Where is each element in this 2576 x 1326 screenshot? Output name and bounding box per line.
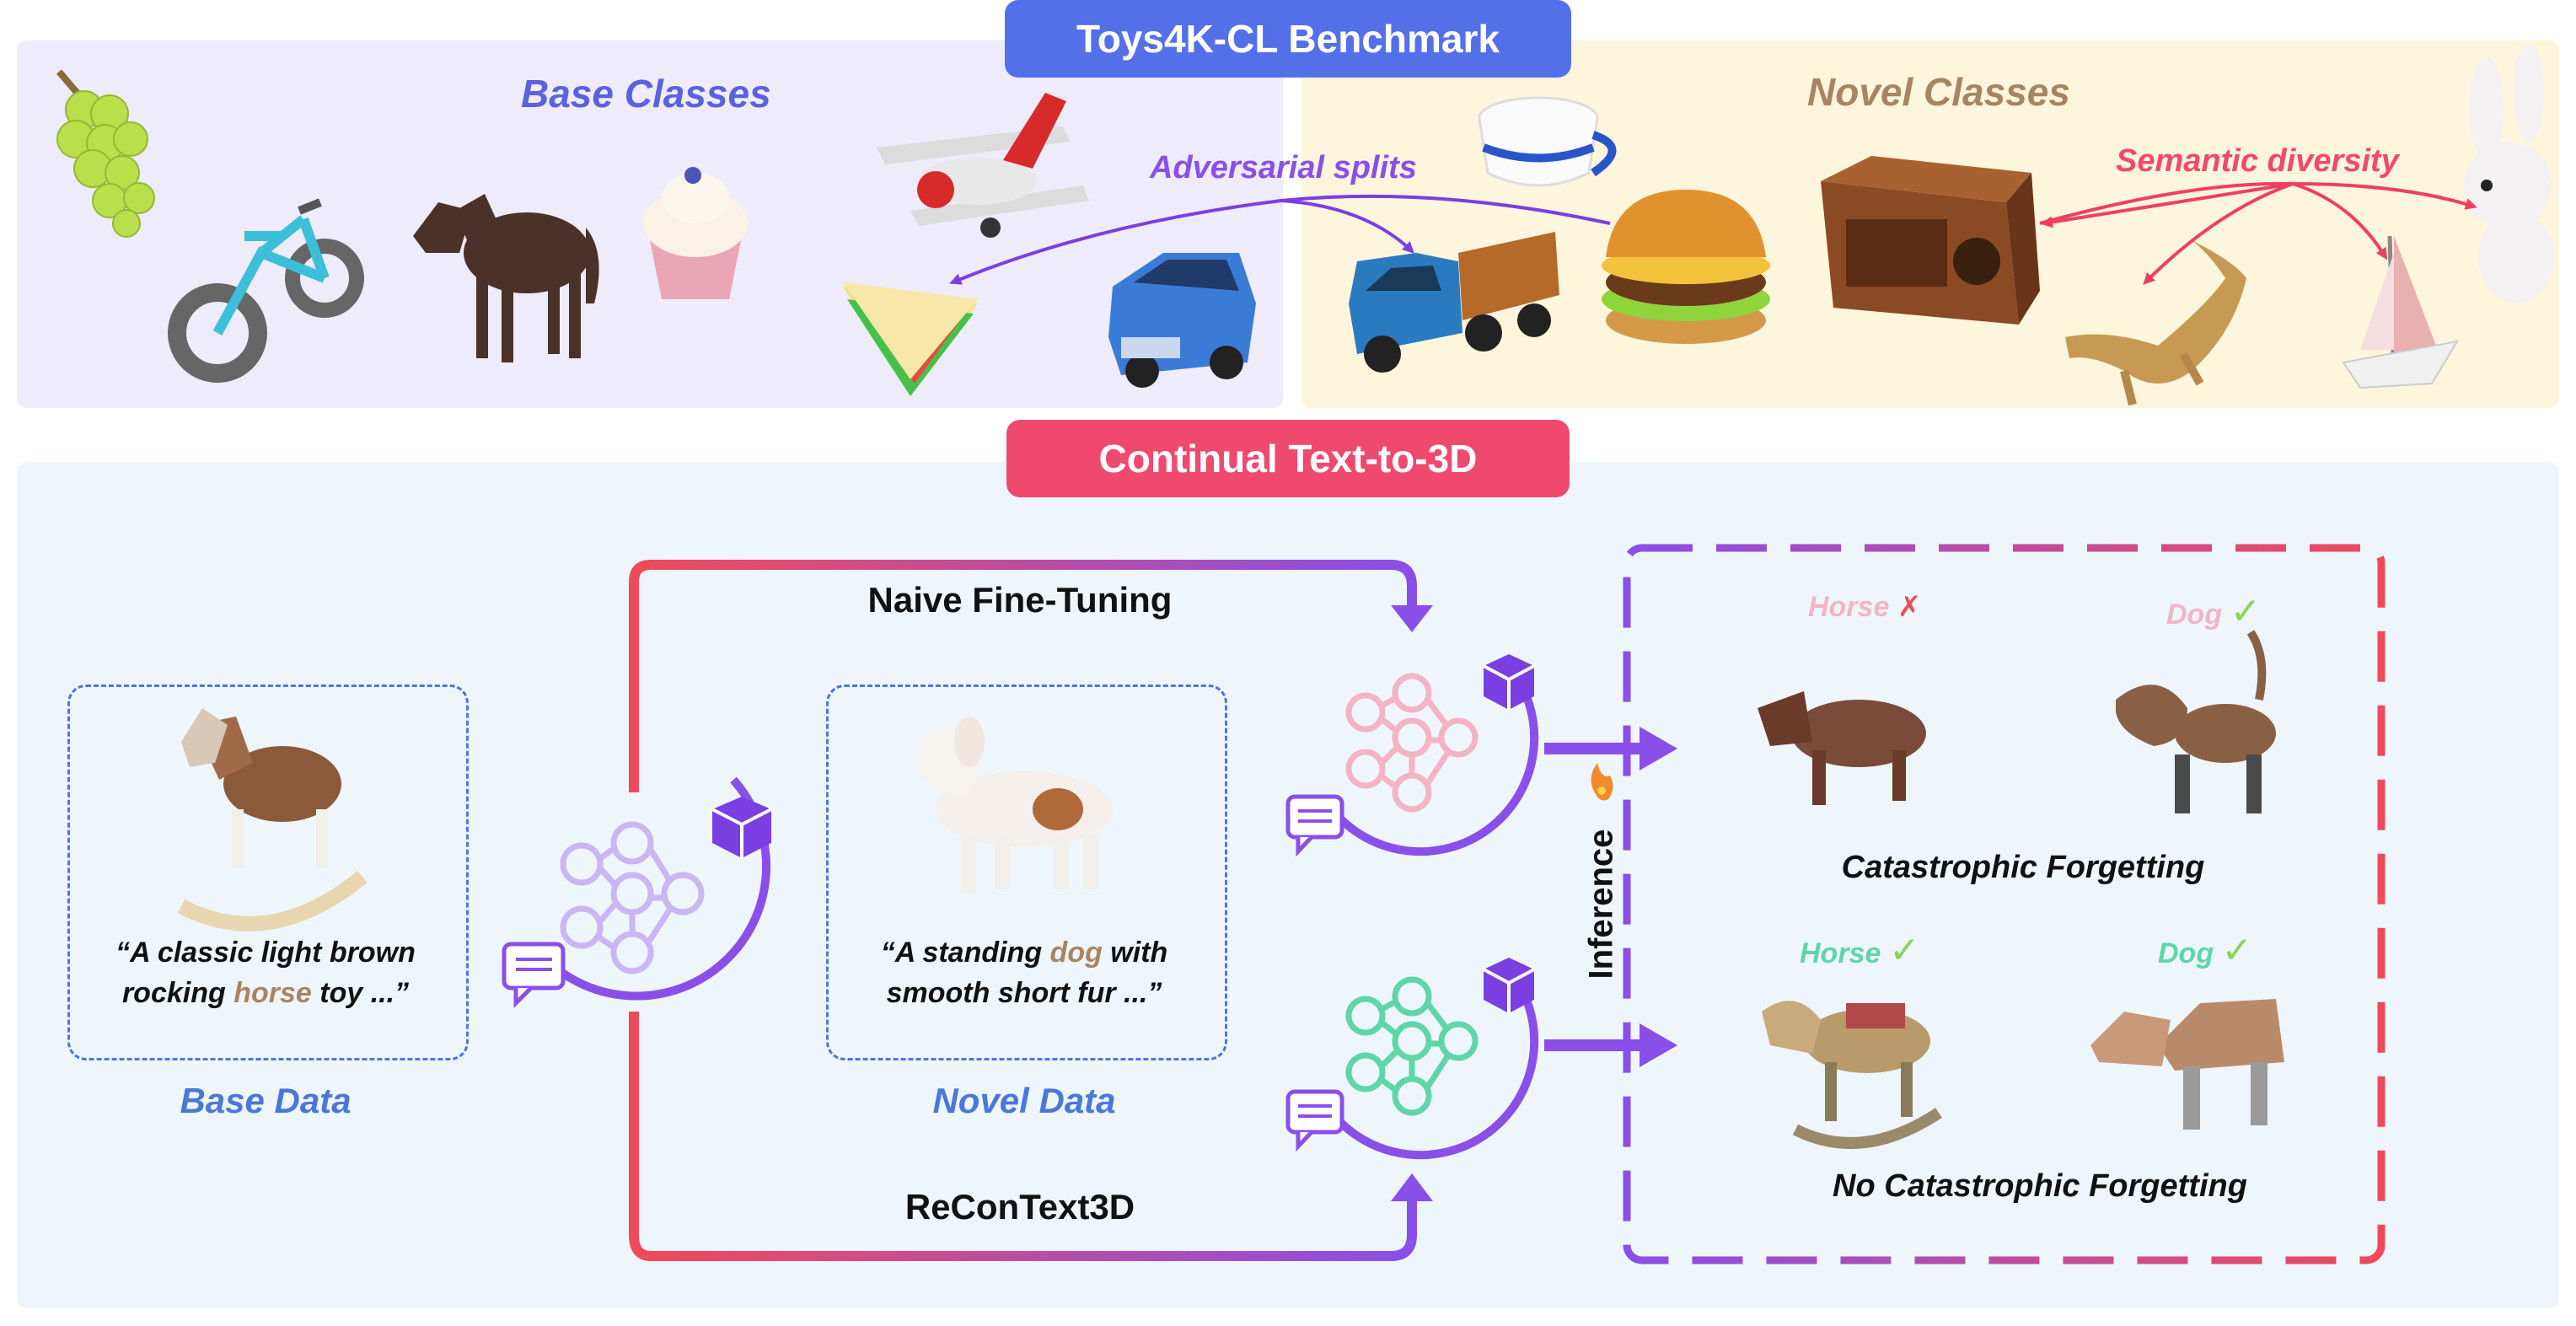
cross-icon: ✗ — [1897, 591, 1922, 623]
novel-classes-label: Novel Classes — [1807, 70, 2070, 114]
recontext3d-label: ReConText3D — [904, 1187, 1135, 1227]
inference-label: Inference — [1582, 829, 1620, 980]
cupcake-object — [643, 167, 748, 299]
naive-fine-tuning-label: Naive Fine-Tuning — [867, 580, 1173, 620]
novel-data-label: Novel Data — [932, 1081, 1116, 1120]
recon-model-icon — [1285, 958, 1539, 1160]
base-model-icon — [502, 776, 772, 1009]
naive-horse-label: Horse ✗ — [1808, 591, 1922, 623]
continual-title-pill: Continual Text-to-3D — [1006, 420, 1570, 497]
semantic-diversity-label: Semantic diversity — [2116, 143, 2399, 179]
horse-object — [413, 194, 599, 362]
flame-icon — [1591, 763, 1613, 801]
bike-object — [168, 198, 364, 383]
recon-dog-label: Dog ✓ — [2158, 930, 2253, 971]
rocking-horse-object — [177, 708, 368, 931]
check-icon: ✓ — [2230, 591, 2262, 632]
adversarial-splits-label: Adversarial splits — [1150, 150, 1417, 185]
benchmark-title-pill: Toys4K-CL Benchmark — [1005, 0, 1571, 78]
recon-horse-label: Horse ✓ — [1800, 930, 1920, 971]
burger-object — [1602, 190, 1770, 344]
grapes-object — [56, 69, 155, 238]
lizard-object — [2065, 240, 2246, 406]
novel-data-box — [826, 684, 1227, 1060]
naive-path — [629, 560, 1417, 792]
check-icon: ✓ — [2221, 930, 2253, 971]
catastrophic-forgetting-label: Catastrophic Forgetting — [1841, 850, 2205, 885]
base-data-box — [67, 684, 469, 1060]
recon-path — [629, 1012, 1417, 1261]
bunny-object — [2464, 44, 2554, 303]
output-naive-horse-object — [1758, 691, 1926, 805]
base-data-caption: “A classic light brown rocking horse toy… — [115, 937, 416, 1009]
output-dashed-box — [1623, 544, 2385, 1264]
sandwich-object — [843, 282, 978, 396]
base-data-label: Base Data — [180, 1081, 352, 1120]
cup-object — [1478, 96, 1617, 187]
car-object — [1108, 253, 1256, 388]
novel-data-caption: “A standing dog with smooth short fur ..… — [880, 937, 1168, 1009]
top-objects — [56, 44, 2554, 406]
naive-model-icon — [1285, 654, 1539, 857]
output-recon-horse-object — [1762, 1001, 1942, 1149]
sailboat-object — [2342, 235, 2459, 389]
output-recon-dog-object — [2090, 999, 2284, 1130]
continual-panel — [17, 462, 2559, 1308]
naive-dog-label: Dog ✓ — [2166, 591, 2262, 632]
output-naive-dog-object — [2116, 630, 2276, 813]
dog-object — [915, 717, 1113, 894]
radio-object — [1821, 156, 2040, 325]
truck-object — [1349, 232, 1559, 373]
airplane-object — [877, 93, 1089, 238]
check-icon: ✓ — [1888, 930, 1920, 971]
base-classes-label: Base Classes — [521, 72, 771, 115]
no-catastrophic-forgetting-label: No Catastrophic Forgetting — [1833, 1168, 2247, 1204]
